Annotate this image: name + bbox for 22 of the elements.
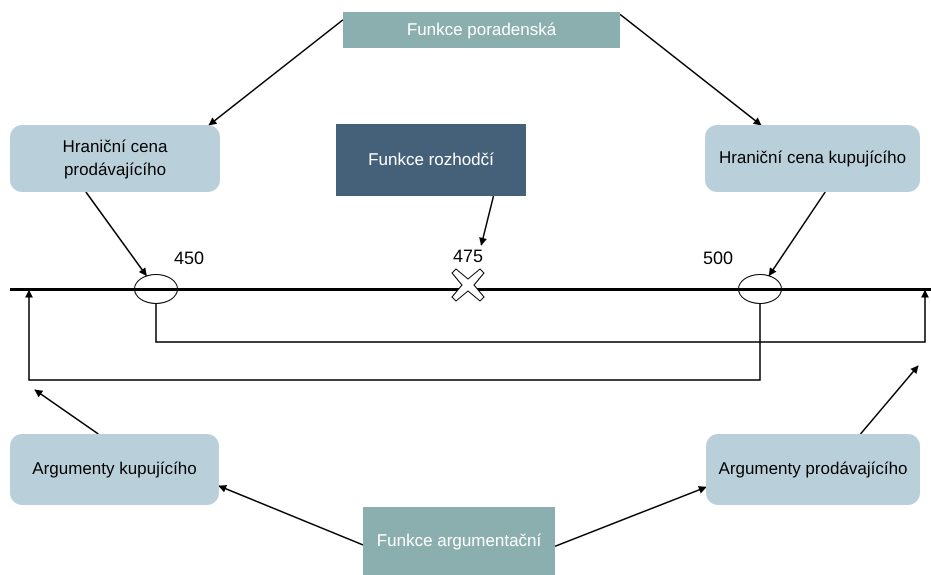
arrow — [208, 19, 344, 126]
value-label: 475 — [452, 245, 484, 267]
function-box: Argumenty prodávajícího — [706, 434, 920, 505]
function-box: Argumenty kupujícího — [10, 434, 219, 505]
scale-line — [10, 288, 931, 290]
function-box: Hraniční cena prodávajícího — [10, 125, 220, 192]
arrow — [554, 486, 707, 547]
arrow — [34, 389, 99, 435]
function-box: Hraniční cena kupujícího — [705, 125, 920, 192]
arrow — [155, 290, 929, 343]
function-box: Funkce rozhodčí — [336, 124, 526, 196]
arrow — [479, 196, 494, 246]
arrow — [768, 192, 826, 276]
function-box: Funkce argumentační — [363, 507, 555, 575]
function-box: Funkce poradenská — [343, 12, 620, 48]
arrow — [218, 485, 364, 546]
arrow — [860, 365, 919, 434]
value-label: 450 — [174, 247, 204, 269]
arrow — [85, 192, 147, 276]
value-label: 500 — [703, 247, 734, 269]
arrow — [25, 290, 761, 381]
arrow — [620, 14, 762, 126]
